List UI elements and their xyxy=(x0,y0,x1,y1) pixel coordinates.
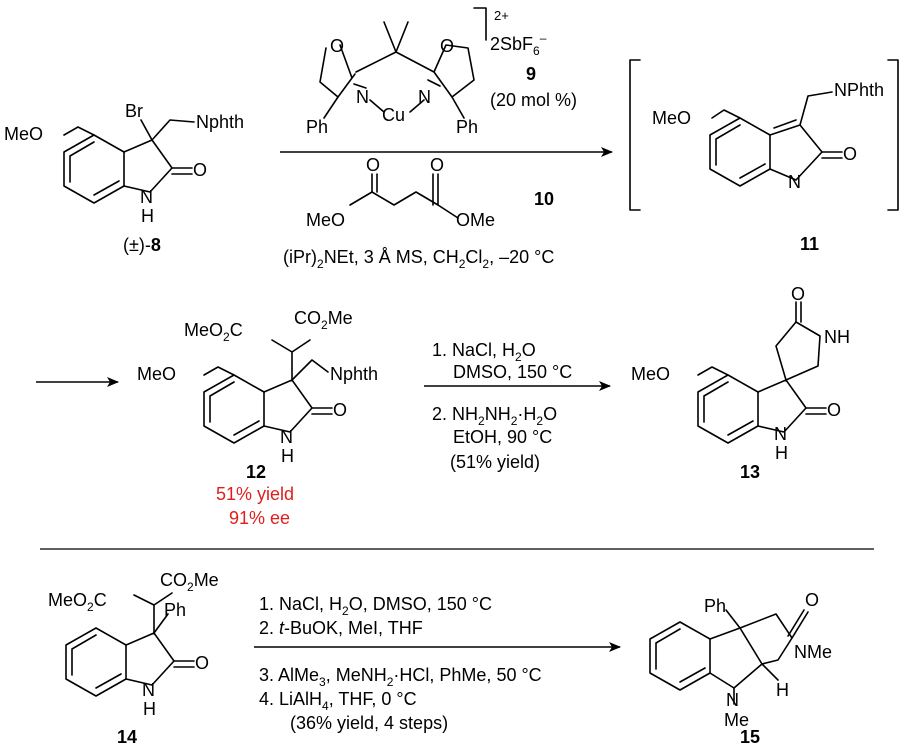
h-label: H xyxy=(141,206,154,226)
charge-label: 2+ xyxy=(494,8,509,23)
r2-step2b: EtOH, 90 °C xyxy=(453,427,552,447)
meo-label: MeO xyxy=(4,124,43,144)
r3-step4: 4. LiAlH4, THF, 0 °C xyxy=(259,689,417,713)
co2me-right-label: CO2Me xyxy=(294,308,353,332)
compound-label-14: 14 xyxy=(117,727,137,747)
n-label: N xyxy=(788,172,801,192)
co2me-left-label: MeO2C xyxy=(184,320,243,344)
o-label: O xyxy=(805,590,819,610)
ph-left-label: Ph xyxy=(306,117,328,137)
compound-label-11: 11 xyxy=(800,234,819,254)
meo-label: MeO xyxy=(137,364,176,384)
co2me-label: CO2Me xyxy=(160,570,219,594)
nh-label: NH xyxy=(824,327,850,347)
n-left-label: N xyxy=(356,87,369,107)
o-right-label: O xyxy=(430,155,444,175)
o-label: O xyxy=(195,653,209,673)
meo-label: MeO xyxy=(306,210,345,230)
meo2c-label: MeO2C xyxy=(48,590,107,614)
r3-step3: 3. AlMe3, MeNH2·HCl, PhMe, 50 °C xyxy=(259,665,542,689)
compound-14: MeO2C CO2Me Ph O N H 14 xyxy=(48,570,219,747)
right-bracket xyxy=(887,59,899,211)
compound-label-15: 15 xyxy=(740,727,760,747)
nphth-label: Nphth xyxy=(330,364,378,384)
r3-step1: 1. NaCl, H2O, DMSO, 150 °C xyxy=(259,594,492,618)
compound-label-10: 10 xyxy=(534,189,554,209)
h-label: H xyxy=(776,680,789,700)
compound-label-12: 12 xyxy=(246,462,266,482)
reaction-1-conditions: (iPr)2NEt, 3 Å MS, CH2Cl2, –20 °C xyxy=(283,247,554,271)
o-left-label: O xyxy=(330,36,344,56)
compound-13: O NH MeO O N H 13 xyxy=(631,284,850,482)
r2-step1b: DMSO, 150 °C xyxy=(453,362,572,382)
n-label: N xyxy=(142,680,155,700)
ph-label: Ph xyxy=(704,596,726,616)
compound-8: MeO Br Nphth O N H (±)-8 xyxy=(4,101,244,255)
o-label: O xyxy=(333,400,347,420)
r2-step1: 1. NaCl, H2O xyxy=(432,340,536,364)
meo-label: MeO xyxy=(631,364,670,384)
n-label: N xyxy=(774,424,787,444)
compound-label-8: (±)-8 xyxy=(123,235,161,255)
n-right-label: N xyxy=(418,87,431,107)
r2-step2: 2. NH2NH2·H2O xyxy=(432,404,557,428)
r3-yield: (36% yield, 4 steps) xyxy=(290,713,448,733)
reaction-3-conditions: 1. NaCl, H2O, DMSO, 150 °C 2. t-BuOK, Me… xyxy=(259,594,542,733)
n-label: N xyxy=(726,690,739,710)
o-label: O xyxy=(193,160,207,180)
cu-label: Cu xyxy=(382,105,405,125)
compound-label-13: 13 xyxy=(740,462,760,482)
r3-step2: 2. t-BuOK, MeI, THF xyxy=(259,618,423,638)
o-label: O xyxy=(827,400,841,420)
intermediate-11: MeO NPhth O N 11 xyxy=(629,59,899,254)
nphth-label: Nphth xyxy=(196,112,244,132)
o-label: O xyxy=(843,144,857,164)
o-left-label: O xyxy=(366,155,380,175)
o-right-label: O xyxy=(440,36,454,56)
ph-label: Ph xyxy=(164,600,186,620)
nphth-label: NPhth xyxy=(834,80,884,100)
yield-12: 51% yield xyxy=(216,484,294,504)
o-lactam-label: O xyxy=(791,284,805,304)
h-label: H xyxy=(775,443,788,463)
me-label: Me xyxy=(724,710,749,730)
h-label: H xyxy=(143,699,156,719)
meo-label: MeO xyxy=(652,108,691,128)
ome-label: OMe xyxy=(456,210,495,230)
ph-right-label: Ph xyxy=(456,117,478,137)
catalyst-9: O O N N Cu Ph Ph 2+ 2SbF6– 9 (20 mol %) xyxy=(306,7,577,137)
reaction-2-conditions: 1. NaCl, H2O DMSO, 150 °C 2. NH2NH2·H2O … xyxy=(432,340,572,472)
n-label: N xyxy=(140,187,153,207)
br-label: Br xyxy=(125,101,143,121)
compound-label-9: 9 xyxy=(526,64,536,84)
compound-15: Ph O NMe N Me H 15 xyxy=(649,590,832,747)
compound-12: MeO2C CO2Me MeO Nphth O N H 12 51% yield… xyxy=(137,308,378,528)
ee-12: 91% ee xyxy=(229,508,290,528)
left-bracket xyxy=(629,59,641,211)
nme-label: NMe xyxy=(794,642,832,662)
r2-yield: (51% yield) xyxy=(450,452,540,472)
catalyst-loading: (20 mol %) xyxy=(490,90,577,110)
counterion-label: 2SbF6– xyxy=(490,31,547,58)
n-label: N xyxy=(280,427,293,447)
h-label: H xyxy=(281,446,294,466)
reagent-10: O O MeO OMe 10 xyxy=(306,155,554,230)
